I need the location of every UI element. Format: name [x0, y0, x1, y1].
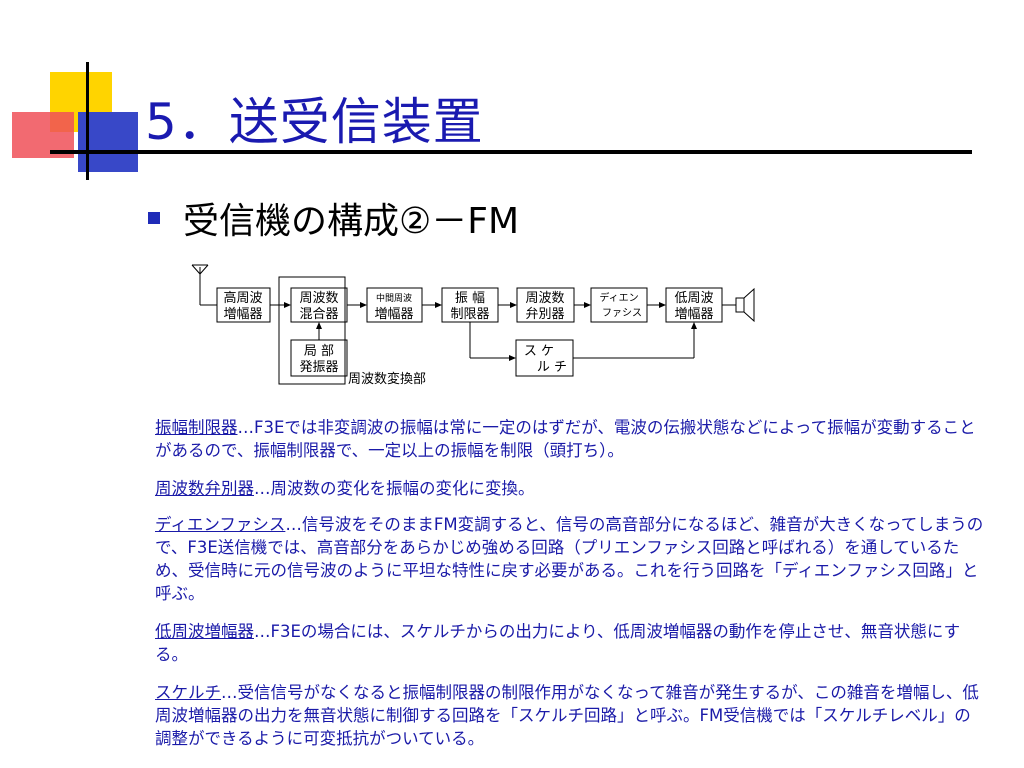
antenna-icon: [191, 264, 217, 306]
term-discriminator: 周波数弁別器: [155, 479, 254, 498]
block-label: 中間周波: [376, 292, 412, 304]
receiver-block-diagram: 高周波 増幅器 周波数 混合器 中間周波 増幅器 振 幅 制限器 周波数 弁別器…: [191, 264, 755, 387]
frequency-converter-outline: [278, 276, 346, 385]
slide-subtitle: 受信機の構成②－FM: [183, 201, 520, 242]
converter-label: 周波数変換部: [348, 371, 426, 387]
block-label: 増幅器: [374, 307, 413, 322]
term-de-emphasis: ディエンファシス: [155, 515, 286, 534]
block-label: 振 幅: [455, 291, 485, 306]
block-label: 弁別器: [525, 307, 564, 322]
term-af-amp: 低周波増幅器: [155, 622, 254, 641]
paragraph-text: …F3Eでは非変調波の振幅は常に一定のはずだが、電波の伝搬状態などによって振幅が…: [155, 418, 976, 460]
block-label: ル チ: [537, 360, 567, 375]
slide-title: 5．送受信装置: [145, 93, 484, 151]
block-label: 周波数: [299, 291, 338, 306]
block-label: 周波数: [525, 291, 564, 306]
paragraph-limiter: 振幅制限器…F3Eでは非変調波の振幅は常に一定のはずだが、電波の伝搬状態などによ…: [155, 416, 985, 462]
deco-vertical-line: [86, 62, 89, 180]
paragraph-text: …周波数の変化を振幅の変化に変換。: [254, 479, 535, 498]
paragraph-de-emphasis: ディエンファシス…信号波をそのままFM変調すると、信号の高音部分になるほど、雑音…: [155, 513, 985, 605]
block-label: ス ケ: [524, 344, 554, 359]
block-label: 制限器: [450, 307, 489, 322]
paragraph-text: …信号波をそのままFM変調すると、信号の高音部分になるほど、雑音が大きくなってし…: [155, 515, 984, 603]
term-limiter: 振幅制限器: [155, 418, 238, 437]
block-label: 増幅器: [674, 307, 713, 322]
paragraph-squelch: スケルチ…受信信号がなくなると振幅制限器の制限作用がなくなって雑音が発生するが、…: [155, 681, 985, 750]
speaker-icon: [735, 287, 755, 323]
block-label: 混合器: [299, 307, 338, 322]
paragraph-af-amp: 低周波増幅器…F3Eの場合には、スケルチからの出力により、低周波増幅器の動作を停…: [155, 620, 985, 666]
paragraph-text: …F3Eの場合には、スケルチからの出力により、低周波増幅器の動作を停止させ、無音…: [155, 622, 961, 664]
paragraph-text: …受信信号がなくなると振幅制限器の制限作用がなくなって雑音が発生するが、この雑音…: [155, 683, 979, 748]
term-squelch: スケルチ: [155, 683, 221, 702]
block-label: ディエン: [599, 291, 638, 304]
block-label: 低周波: [674, 291, 713, 306]
block-label: 発振器: [299, 360, 338, 375]
title-rule: [50, 150, 972, 154]
block-label: 高周波: [223, 290, 262, 306]
paragraph-discriminator: 周波数弁別器…周波数の変化を振幅の変化に変換。: [155, 477, 985, 500]
bullet-square-icon: [148, 212, 160, 224]
block-label: 増幅器: [223, 307, 262, 322]
block-label: ファシス: [602, 308, 642, 319]
block-label: 局 部: [304, 344, 334, 359]
